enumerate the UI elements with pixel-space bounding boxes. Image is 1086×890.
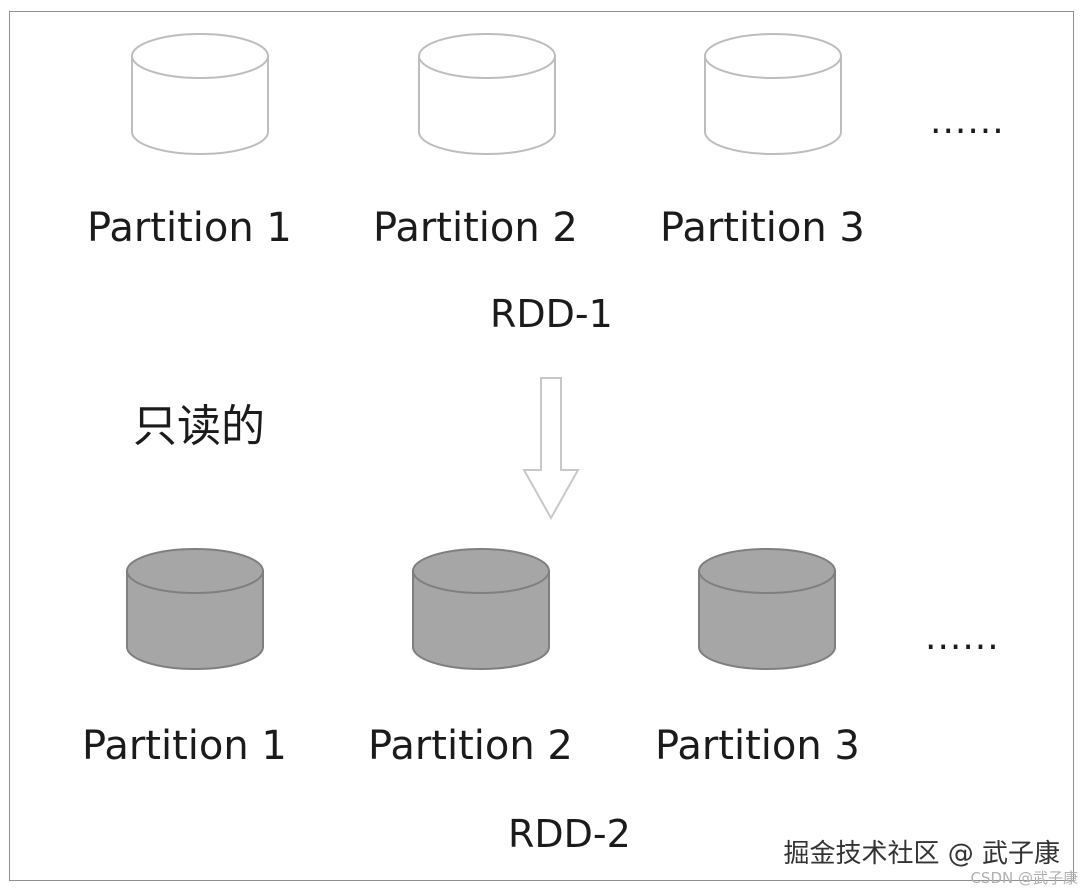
rdd1-ellipsis: ......: [930, 101, 1005, 142]
rdd1-partition-1-label: Partition 1: [87, 205, 292, 251]
rdd1-partition-3-label: Partition 3: [660, 205, 865, 251]
rdd2-partition-2-cylinder-icon: [411, 547, 551, 672]
watermark-main: 掘金技术社区 @ 武子康: [783, 839, 1060, 869]
rdd1-partition-1-cylinder-icon: [130, 32, 270, 157]
rdd1-title: RDD-1: [490, 292, 613, 336]
rdd1-partition-3-cylinder-icon: [703, 32, 843, 157]
readonly-label: 只读的: [133, 401, 265, 452]
rdd2-title: RDD-2: [508, 812, 631, 856]
rdd1-partition-2-label: Partition 2: [373, 205, 578, 251]
diagram-frame: [9, 11, 1074, 881]
down-arrow-icon: [520, 376, 582, 522]
rdd2-ellipsis: ......: [925, 617, 1000, 658]
rdd2-partition-3-cylinder-icon: [697, 547, 837, 672]
rdd1-partition-2-cylinder-icon: [417, 32, 557, 157]
rdd2-partition-1-label: Partition 1: [82, 723, 287, 769]
rdd2-partition-1-cylinder-icon: [125, 547, 265, 672]
rdd2-partition-3-label: Partition 3: [655, 723, 860, 769]
rdd2-partition-2-label: Partition 2: [368, 723, 573, 769]
watermark-sub: CSDN @武子康: [970, 869, 1078, 887]
